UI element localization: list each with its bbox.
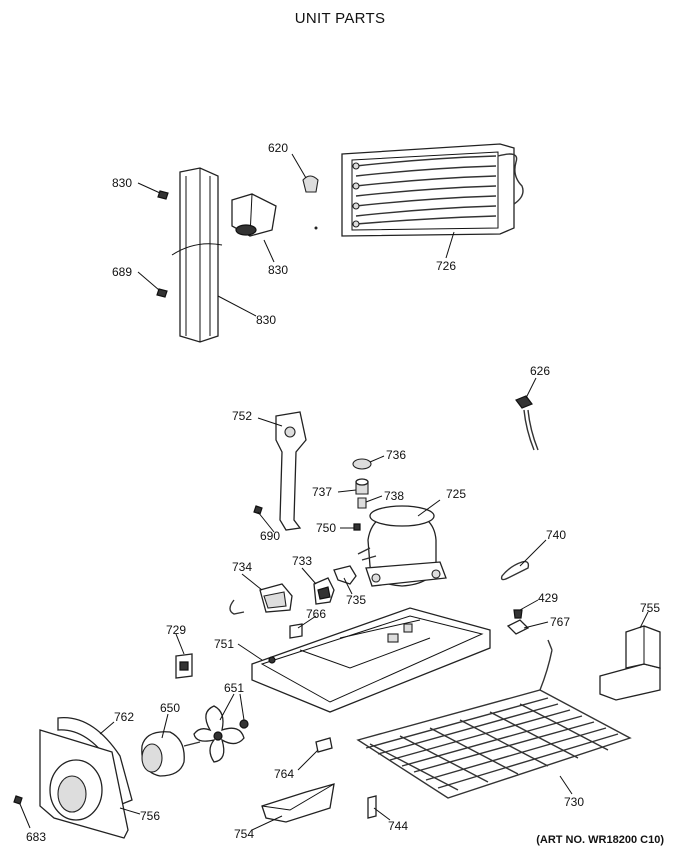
mounting-channel [171, 167, 223, 343]
label-725: 725 [446, 487, 466, 501]
fan-motor-650 [141, 731, 201, 777]
screw-830 [157, 190, 169, 200]
label-683: 683 [26, 830, 46, 844]
screw-683 [13, 795, 23, 805]
bracket-830 [231, 193, 277, 237]
label-764: 764 [274, 767, 294, 781]
label-729: 729 [166, 623, 186, 637]
label-756: 756 [140, 809, 160, 823]
label-733: 733 [292, 554, 312, 568]
label-651: 651 [224, 681, 244, 695]
label-751: 751 [214, 637, 234, 651]
screw-750 [353, 523, 361, 531]
screw-429 [513, 609, 523, 619]
label-735: 735 [346, 593, 366, 607]
diagram-title: UNIT PARTS [294, 10, 386, 27]
drain-pan-754 [261, 783, 335, 823]
label-726: 726 [436, 259, 456, 273]
label-754: 754 [234, 827, 254, 841]
tube-626 [515, 395, 539, 451]
label-830: 830 [256, 313, 276, 327]
sleeve-737 [355, 478, 369, 495]
label-737: 737 [312, 485, 332, 499]
label-650: 650 [160, 701, 180, 715]
label-830: 830 [268, 263, 288, 277]
clip-740 [500, 560, 530, 581]
part-labels: 830 620 830 689 830 726 626 752 736 737 … [26, 141, 660, 844]
label-766: 766 [306, 607, 326, 621]
label-429: 429 [538, 591, 558, 605]
spacer-738 [357, 497, 367, 509]
clip-764 [315, 737, 333, 753]
relay-729 [175, 653, 193, 679]
fan-shroud-756 [39, 729, 129, 839]
label-626: 626 [530, 364, 550, 378]
leader-lines [19, 153, 649, 831]
label-738: 738 [384, 489, 404, 503]
label-750: 750 [316, 521, 336, 535]
label-830: 830 [112, 176, 132, 190]
relay-733 [313, 577, 335, 605]
label-755: 755 [640, 601, 660, 615]
art-number: (ART NO. WR18200 C10) [536, 834, 664, 846]
label-730: 730 [564, 795, 584, 809]
grommet-736 [352, 458, 372, 470]
bracket-752 [275, 411, 307, 531]
screw-689 [156, 288, 168, 298]
label-752: 752 [232, 409, 252, 423]
label-736: 736 [386, 448, 406, 462]
label-689: 689 [112, 265, 132, 279]
overload-734 [229, 583, 293, 615]
compressor-725 [357, 505, 447, 587]
label-734: 734 [232, 560, 252, 574]
condenser-coil-730 [356, 639, 632, 799]
label-762: 762 [114, 710, 134, 724]
nut-651 [239, 719, 249, 729]
clip-620 [302, 175, 319, 193]
label-744: 744 [388, 819, 408, 833]
fan-blade-651 [193, 705, 245, 763]
clip-767 [506, 619, 530, 635]
clip-744 [367, 795, 377, 819]
base-pan-751 [251, 607, 491, 713]
label-767: 767 [550, 615, 570, 629]
label-690: 690 [260, 529, 280, 543]
cover-735 [333, 565, 357, 585]
label-740: 740 [546, 528, 566, 542]
bracket-755 [599, 625, 661, 701]
label-620: 620 [268, 141, 288, 155]
condenser-726 [341, 143, 524, 237]
